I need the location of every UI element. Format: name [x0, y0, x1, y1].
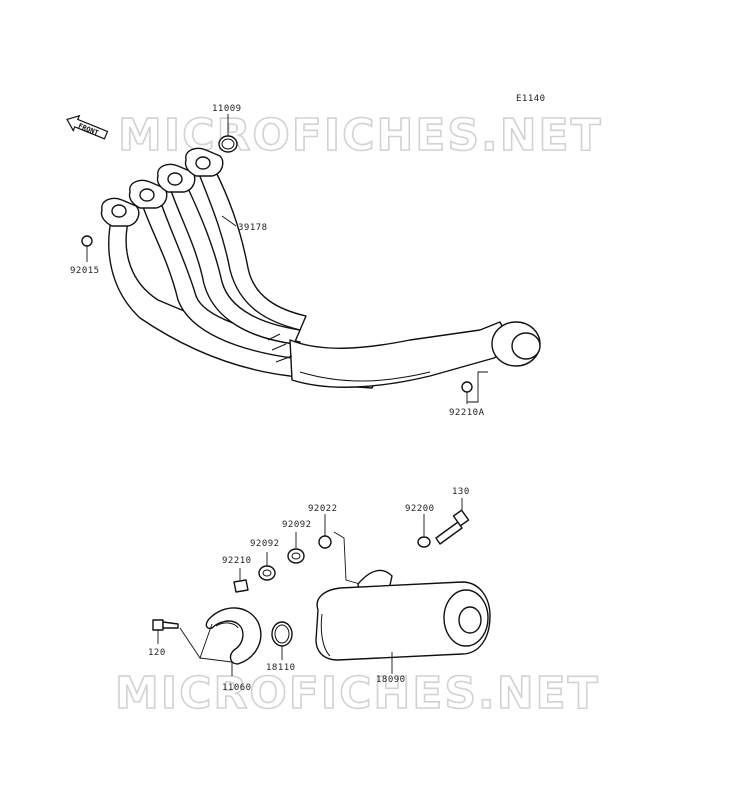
- part-label-92092-upper[interactable]: 92092: [282, 520, 312, 530]
- part-label-11009[interactable]: 11009: [212, 104, 242, 114]
- washer-92200[interactable]: [417, 536, 431, 548]
- front-arrow-icon: FRONT: [66, 114, 109, 140]
- part-label-18090[interactable]: 18090: [376, 675, 406, 685]
- bolt-130[interactable]: [435, 509, 470, 545]
- damper-92092-upper[interactable]: [287, 548, 305, 564]
- part-label-92015[interactable]: 92015: [70, 266, 100, 276]
- part-label-92092-lower[interactable]: 92092: [250, 539, 280, 549]
- washer-92022[interactable]: [318, 535, 332, 549]
- nut-92015[interactable]: [81, 235, 93, 247]
- front-label: FRONT: [77, 122, 100, 137]
- part-label-92200[interactable]: 92200: [405, 504, 435, 514]
- part-label-11060[interactable]: 18110: [266, 663, 296, 673]
- part-label-39178[interactable]: 39178: [238, 223, 268, 233]
- part-label-130[interactable]: 130: [452, 487, 470, 497]
- part-label-18110[interactable]: 11060: [222, 683, 252, 693]
- part-label-92210[interactable]: 92210: [222, 556, 252, 566]
- damper-92092-lower[interactable]: [258, 565, 276, 581]
- watermark-bottom: MICROFICHES.NET: [115, 668, 600, 719]
- exhaust-header-pipe[interactable]: [100, 147, 541, 389]
- nut-92210A[interactable]: [461, 381, 473, 393]
- bolt-120[interactable]: [152, 619, 179, 631]
- heat-guard-18110[interactable]: [205, 607, 262, 665]
- diagram-code: E1140: [516, 94, 546, 104]
- muffler-18090[interactable]: [315, 569, 491, 661]
- part-label-92210A[interactable]: 92210A: [449, 408, 485, 418]
- part-label-92022[interactable]: 92022: [308, 504, 338, 514]
- part-label-120[interactable]: 120: [148, 648, 166, 658]
- nut-92210[interactable]: [233, 579, 249, 593]
